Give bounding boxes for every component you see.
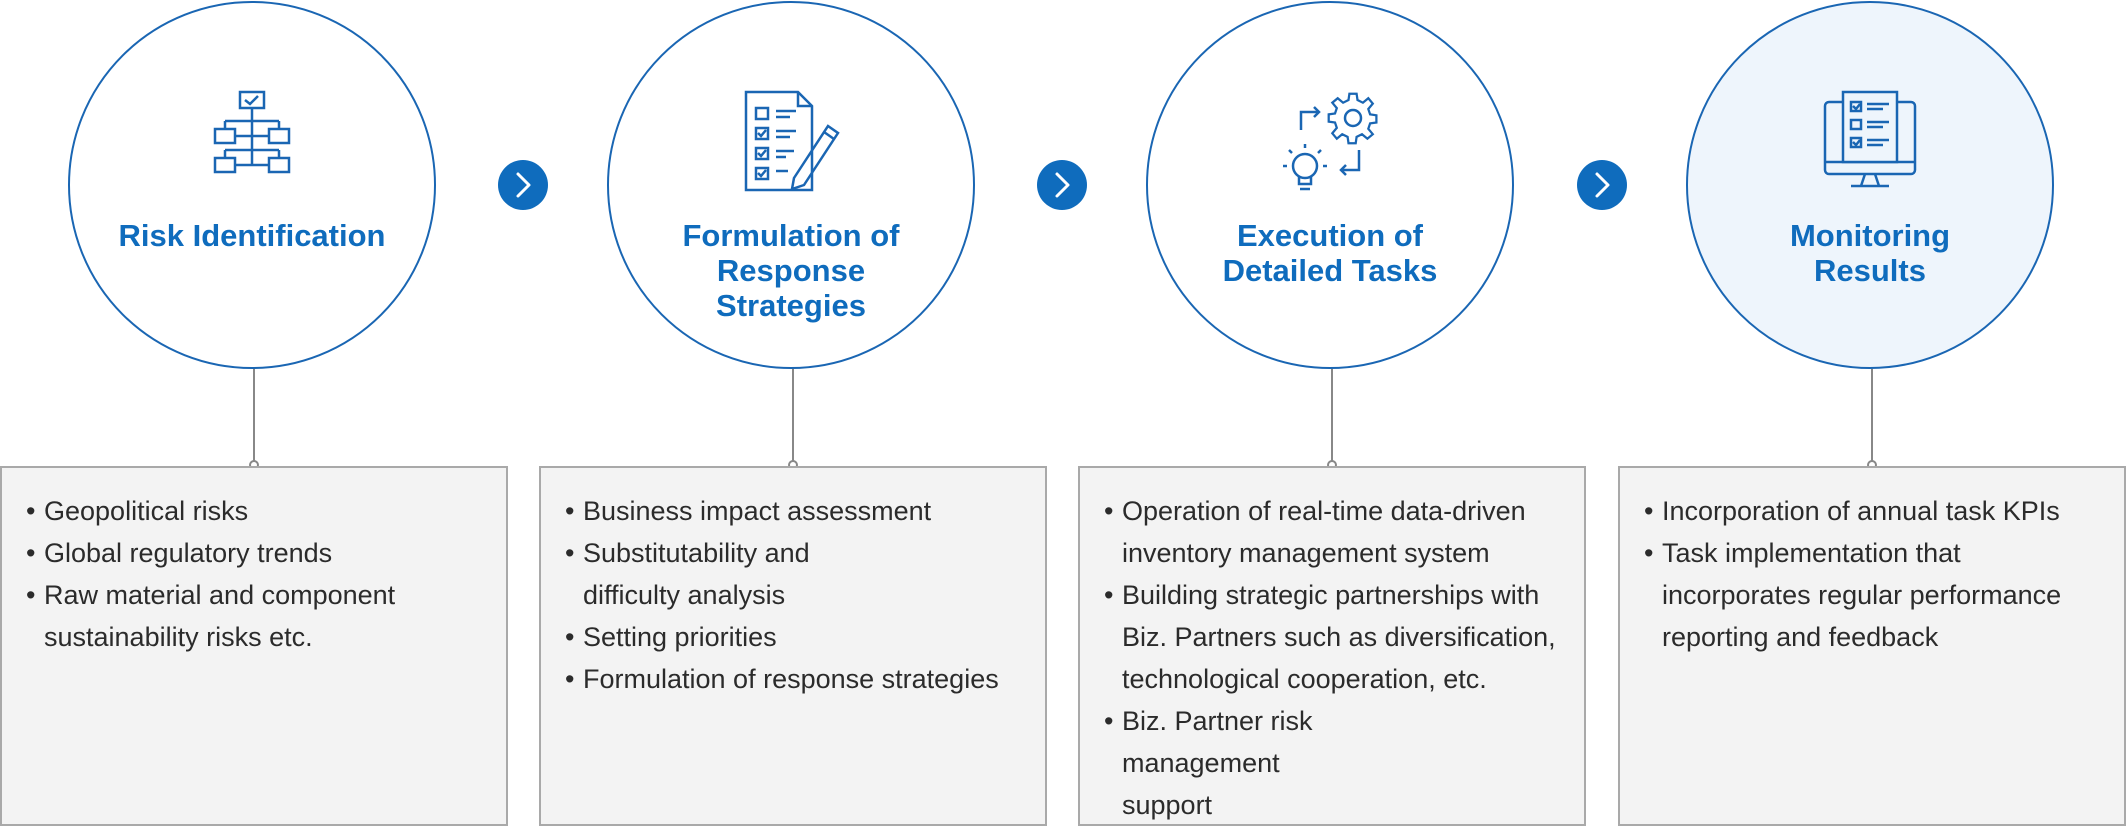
flowchart-icon: [213, 90, 291, 174]
list-item: Incorporation of annual task KPIs: [1644, 490, 2102, 532]
step-circle: Monitoring Results: [1686, 1, 2054, 369]
step-detail-list: Incorporation of annual task KPIs Task i…: [1644, 490, 2102, 658]
step-risk-identification: Risk Identification Geopolitical risks G…: [0, 0, 508, 828]
step-detail-list: Operation of real-time data-driven inven…: [1104, 490, 1562, 826]
step-monitoring-results: Monitoring Results Incorporation of annu…: [1618, 0, 2126, 828]
step-circle: Execution of Detailed Tasks: [1146, 1, 1514, 369]
step-detail-box: Incorporation of annual task KPIs Task i…: [1618, 466, 2126, 826]
connector-line: [1871, 369, 1873, 461]
step-title: Formulation of Response Strategies: [682, 218, 900, 323]
list-item: Global regulatory trends: [26, 532, 484, 574]
step-detail-box: Operation of real-time data-driven inven…: [1078, 466, 1586, 826]
step-circle: Risk Identification: [68, 1, 436, 369]
list-item: Geopolitical risks: [26, 490, 484, 532]
step-title: Monitoring Results: [1789, 218, 1951, 288]
list-item: Biz. Partner risk management support: [1104, 700, 1322, 826]
next-arrow-icon: [498, 160, 548, 210]
next-arrow-icon: [1037, 160, 1087, 210]
step-title: Execution of Detailed Tasks: [1222, 218, 1438, 288]
gear-lightbulb-icon: [1283, 92, 1378, 191]
list-item: Formulation of response strategies: [565, 658, 1023, 700]
next-arrow-icon: [1577, 160, 1627, 210]
list-item: Business impact assessment: [565, 490, 1023, 532]
list-item: Substitutability and difficulty analysis: [565, 532, 853, 616]
list-item: Task implementation that incorporates re…: [1644, 532, 2092, 658]
step-title: Risk Identification: [118, 218, 386, 253]
step-detail-list: Business impact assessment Substitutabil…: [565, 490, 1023, 700]
list-item: Building strategic partnerships with Biz…: [1104, 574, 1572, 700]
connector-line: [253, 369, 255, 461]
list-item: Operation of real-time data-driven inven…: [1104, 490, 1562, 574]
checklist-pencil-icon: [744, 90, 840, 192]
connector-line: [792, 369, 794, 461]
step-detail-box: Geopolitical risks Global regulatory tre…: [0, 466, 508, 826]
step-circle: Formulation of Response Strategies: [607, 1, 975, 369]
step-formulation-of-response-strategies: Formulation of Response Strategies Busin…: [539, 0, 1047, 828]
list-item: Setting priorities: [565, 616, 1023, 658]
list-item: Raw material and component sustainabilit…: [26, 574, 444, 658]
step-detail-box: Business impact assessment Substitutabil…: [539, 466, 1047, 826]
connector-line: [1331, 369, 1333, 461]
monitor-checklist-icon: [1823, 90, 1917, 188]
step-detail-list: Geopolitical risks Global regulatory tre…: [26, 490, 484, 658]
step-execution-of-detailed-tasks: Execution of Detailed Tasks Operation of…: [1078, 0, 1586, 828]
